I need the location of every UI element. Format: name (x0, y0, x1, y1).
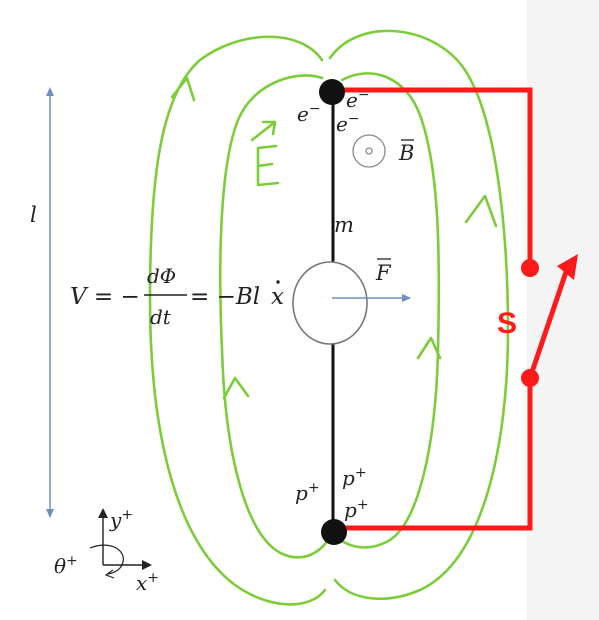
switch-arrowhead[interactable] (557, 254, 578, 280)
electron-labels: e− e− e− (297, 87, 370, 136)
b-field-label: B (398, 141, 414, 165)
electron-label: e− (346, 87, 370, 112)
mass-label: m (334, 213, 354, 237)
switch-label: S (497, 307, 517, 340)
circuit (334, 87, 569, 531)
length-label: l (30, 203, 37, 227)
page-edge (527, 0, 599, 620)
terminal-bottom (321, 519, 347, 545)
proton-label: p+ (295, 480, 320, 505)
axes-indicator: y+ x+ θ+ (54, 507, 159, 595)
y-axis-label: y+ (109, 507, 133, 532)
mass-ellipse (292, 261, 368, 345)
equation-dot (276, 280, 280, 284)
electron-label: e− (297, 101, 321, 126)
electron-label: e− (336, 111, 360, 136)
force-label: F (375, 261, 392, 285)
b-field-inner (365, 147, 373, 155)
equation-rhs: = −Bl (190, 284, 260, 310)
switch-contact-top[interactable] (521, 259, 539, 277)
equation-lhs: V = − (70, 284, 140, 310)
terminal-top (319, 79, 345, 105)
switch-contact-bottom[interactable] (521, 369, 539, 387)
x-axis-label: x+ (136, 570, 159, 595)
emf-equation: V = − dΦ dt = −Bl x (70, 264, 284, 329)
theta-label: θ+ (54, 553, 78, 578)
electric-field-lines (148, 29, 510, 606)
b-field-outer (352, 134, 386, 168)
proton-label: p+ (342, 465, 367, 490)
proton-label: p+ (344, 497, 369, 522)
equation-rhs-variable: x (271, 284, 284, 310)
proton-labels: p+ p+ p+ (295, 465, 369, 522)
equation-denominator: dt (150, 305, 172, 329)
equation-numerator: dΦ (147, 264, 176, 288)
